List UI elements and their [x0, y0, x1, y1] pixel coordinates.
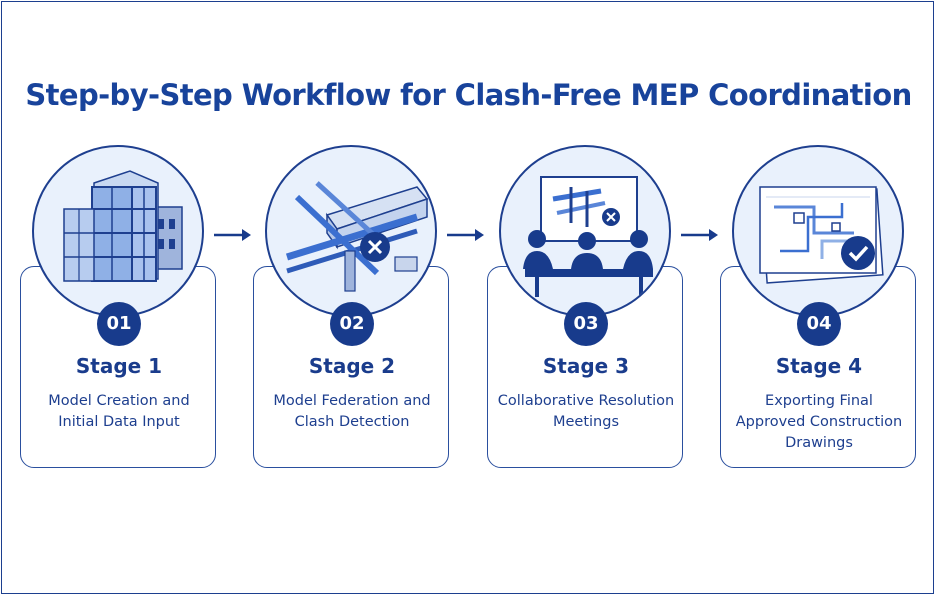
- meeting-icon: [499, 145, 671, 317]
- step-number-badge: 02: [330, 302, 374, 346]
- approved-drawings-icon: [732, 145, 904, 317]
- stage-1: 01 Stage 1 Model Creation and Initial Da…: [20, 0, 220, 597]
- stage-description: Model Federation and Clash Detection: [273, 393, 431, 430]
- arrow-right-icon: [212, 227, 252, 243]
- stage-card: [487, 266, 683, 468]
- stage-label: Stage 3: [542, 354, 630, 378]
- stage-description: Exporting Final Approved Construction Dr…: [735, 393, 903, 451]
- stage-label: Stage 2: [308, 354, 396, 378]
- stage-label: Stage 1: [75, 354, 163, 378]
- stage-3: 03 Stage 3 Collaborative Resolution Meet…: [487, 0, 687, 597]
- stage-2: 02 Stage 2 Model Federation and Clash De…: [253, 0, 453, 597]
- arrow-right-icon: [445, 227, 485, 243]
- stage-description: Model Creation and Initial Data Input: [48, 393, 190, 430]
- arrow-right-icon: [679, 227, 719, 243]
- building-model-icon: [32, 145, 204, 317]
- pipe-clash-icon: [265, 145, 437, 317]
- stage-label: Stage 4: [775, 354, 863, 378]
- diagram-title: Step-by-Step Workflow for Clash-Free MEP…: [25, 78, 912, 112]
- step-number-badge: 03: [564, 302, 608, 346]
- step-number-badge: 01: [97, 302, 141, 346]
- step-number-badge: 04: [797, 302, 841, 346]
- stage-description: Collaborative Resolution Meetings: [497, 393, 675, 430]
- stage-4: 04 Stage 4 Exporting Final Approved Cons…: [720, 0, 920, 597]
